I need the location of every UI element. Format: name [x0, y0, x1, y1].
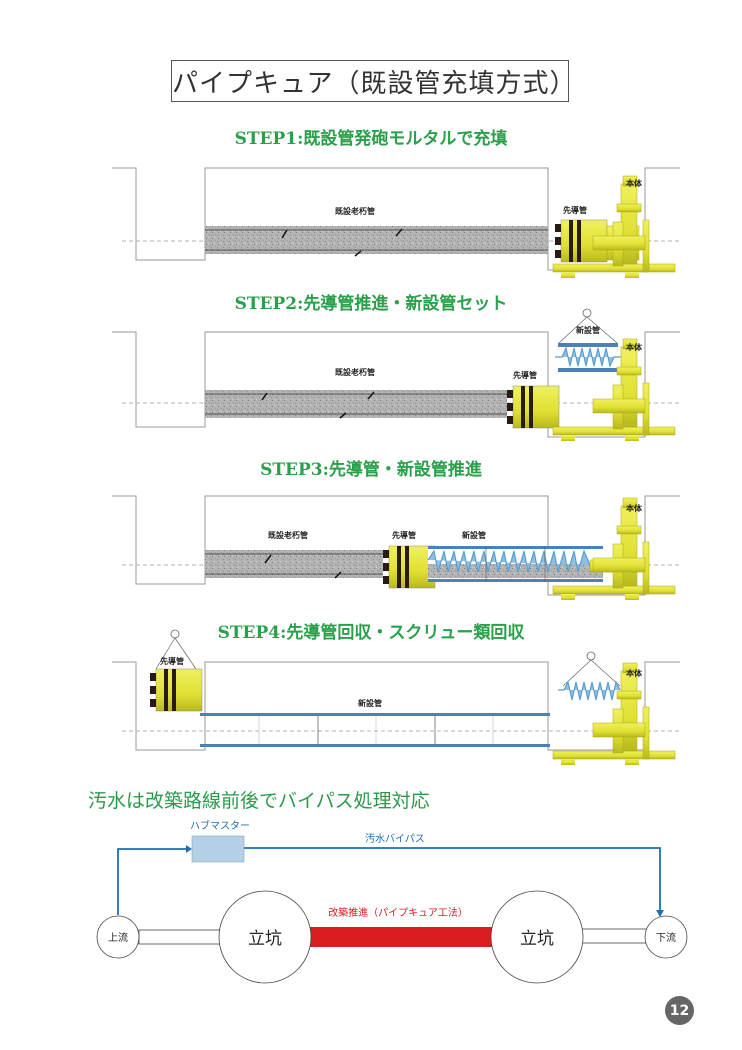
pump-box	[191, 835, 245, 863]
downstream-label: 下流	[656, 931, 676, 944]
new-pipe-bottom	[428, 579, 603, 582]
lead-pipe	[149, 668, 203, 712]
pump-label: ハブマスター	[190, 819, 250, 832]
new-pipe-top	[200, 713, 550, 716]
new-pipe-label: 新設管	[358, 698, 382, 708]
upstream-node	[96, 915, 140, 959]
renewal-section	[308, 927, 494, 947]
main-unit-label: 本体	[625, 178, 643, 188]
bypass-diagram: ハブマスター 汚水バイパス 上流 下流 立坑 立坑 改築推進（パイプキュア工法）	[96, 819, 688, 984]
crack-marks	[281, 228, 403, 257]
lead-pipe-label: 先導管	[160, 656, 184, 666]
ground-outline	[112, 167, 680, 271]
new-pipe-top	[558, 343, 618, 347]
lead-pipe	[506, 385, 560, 429]
right-shaft-label: 立坑	[520, 929, 554, 949]
bypass-line-down	[244, 847, 661, 910]
page-title: パイプキュア（既設管充填方式）	[171, 60, 575, 102]
new-pipe-label: 新設管	[462, 530, 486, 540]
old-pipe-label: 既設老朽管	[335, 367, 375, 377]
lead-pipe-label: 先導管	[563, 205, 587, 215]
new-pipe-top	[428, 546, 603, 549]
main-unit	[552, 338, 676, 442]
step3-diagram: 既設老朽管 先導管 新設管 本体	[112, 495, 680, 601]
bypass-section-title: 汚水は改築路線前後でバイパス処理対応	[88, 790, 430, 812]
lead-pipe-label: 先導管	[392, 530, 416, 540]
right-shaft	[490, 890, 584, 984]
step4-diagram: 先導管 新設管 本体	[112, 629, 680, 766]
step4-title: STEP4:先導管回収・スクリュー類回収	[217, 623, 525, 643]
left-shaft-label: 立坑	[248, 929, 282, 949]
step2-diagram: 既設老朽管 先導管 新設管 本体	[112, 308, 680, 442]
renewal-label: 改築推進（パイプキュア工法）	[328, 906, 468, 919]
step3-title: STEP3:先導管・新設管推進	[260, 460, 482, 480]
old-pipe-filled	[205, 390, 507, 418]
step1-title: STEP1:既設管発砲モルタルで充填	[234, 129, 508, 149]
new-pipe-bottom	[558, 368, 618, 372]
main-unit-label: 本体	[625, 668, 643, 678]
step2-title: STEP2:先導管推進・新設管セット	[234, 294, 508, 314]
hoist-ring	[582, 308, 592, 318]
lead-pipe-label: 先導管	[513, 370, 537, 380]
bypass-label: 汚水バイパス	[365, 832, 425, 845]
old-pipe-label: 既設老朽管	[335, 206, 375, 216]
new-pipe-label: 新設管	[576, 325, 600, 335]
main-unit-label: 本体	[625, 342, 643, 352]
downstream-node	[644, 915, 688, 959]
bypass-line-up	[117, 848, 186, 915]
screw	[427, 549, 591, 573]
page-number-badge: 12	[665, 996, 694, 1025]
old-pipe-filled	[205, 226, 548, 254]
lead-pipe	[382, 545, 436, 589]
screw	[558, 680, 621, 701]
step1-diagram: 既設老朽管 先導管 本体	[112, 167, 680, 279]
screw	[555, 346, 621, 368]
left-shaft	[218, 890, 312, 984]
old-pipe-label: 既設老朽管	[268, 530, 308, 540]
main-unit-label: 本体	[625, 503, 643, 513]
new-pipe-bottom	[200, 744, 550, 747]
upstream-label: 上流	[108, 931, 128, 944]
